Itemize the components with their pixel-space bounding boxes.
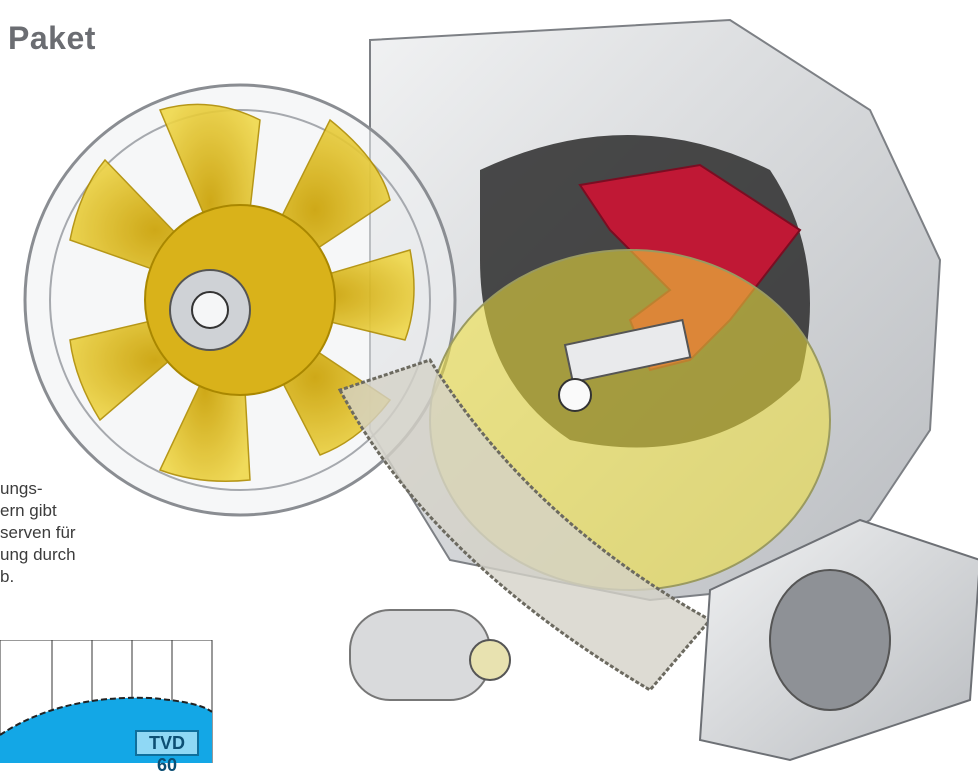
- drive-motor: [349, 609, 491, 701]
- gear-sector: [337, 358, 713, 692]
- caption-line-3: serven für: [0, 523, 76, 542]
- crank-shaft: [563, 318, 692, 384]
- page-title: Paket: [8, 20, 96, 56]
- chart-dashed-curve: [0, 696, 213, 736]
- caption-line-1: ungs-: [0, 479, 43, 498]
- caption-line-5: b.: [0, 567, 15, 586]
- caption-line-2: ern gibt: [0, 501, 57, 520]
- caption-line-4: ung durch: [0, 545, 76, 564]
- axial-fan-gearbox-cutaway-icon: [23, 18, 978, 762]
- pinion-gear: [469, 639, 511, 681]
- caption-text: ungs- ern gibt serven für ung durch b.: [0, 478, 160, 588]
